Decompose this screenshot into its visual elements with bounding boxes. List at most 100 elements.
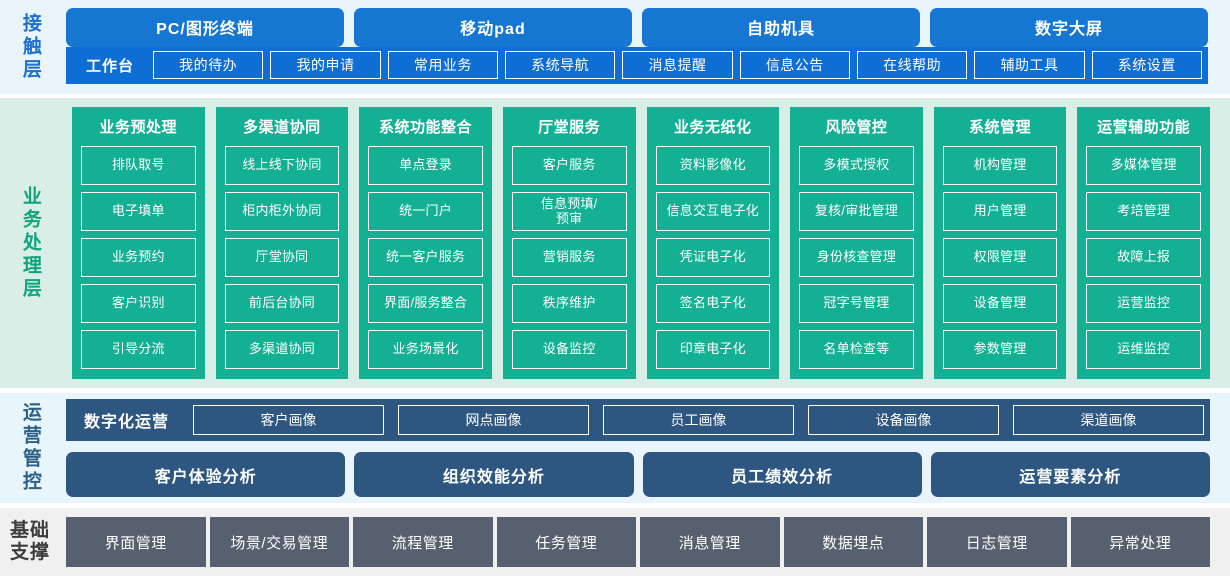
biz-column-title: 风险管控 xyxy=(825,119,888,136)
biz-item[interactable]: 厅堂协同 xyxy=(224,238,340,277)
band-contact-body: PC/图形终端 移动pad 自助机具 数字大屏 工作台 我的待办 我的申请 常用… xyxy=(60,4,1230,90)
foundation-item-ui-management[interactable]: 界面管理 xyxy=(66,517,206,567)
biz-column-title: 业务无纸化 xyxy=(674,119,752,136)
workbench-item-system-settings[interactable]: 系统设置 xyxy=(1091,51,1202,80)
biz-column-pre-processing: 业务预处理 排队取号 电子填单 业务预约 客户识别 引导分流 xyxy=(72,107,205,379)
biz-item[interactable]: 秩序维护 xyxy=(511,284,627,323)
biz-item[interactable]: 营销服务 xyxy=(511,238,627,277)
analysis-employee-performance[interactable]: 员工绩效分析 xyxy=(642,452,922,497)
biz-item[interactable]: 冠字号管理 xyxy=(799,284,914,323)
biz-item[interactable]: 业务场景化 xyxy=(368,330,483,369)
biz-column-risk-control: 风险管控 多模式授权 复核/审批管理 身份核查管理 冠字号管理 名单检查等 xyxy=(790,107,923,379)
biz-column-title: 业务预处理 xyxy=(99,119,178,136)
workbench-bar: 工作台 我的待办 我的申请 常用业务 系统导航 消息提醒 信息公告 在线帮助 辅… xyxy=(66,46,1208,84)
biz-item[interactable]: 参数管理 xyxy=(942,330,1058,369)
biz-item[interactable]: 业务预约 xyxy=(81,238,196,277)
workbench-item-my-todo[interactable]: 我的待办 xyxy=(153,51,264,80)
biz-column-operation-aux-functions: 运营辅助功能 多媒体管理 考培管理 故障上报 运营监控 运维监控 xyxy=(1077,107,1210,379)
workbench-item-online-help[interactable]: 在线帮助 xyxy=(856,51,968,80)
analysis-row: 客户体验分析 组织效能分析 员工绩效分析 运营要素分析 xyxy=(66,452,1210,497)
channel-digital-screen[interactable]: 数字大屏 xyxy=(930,8,1208,47)
biz-item[interactable]: 排队取号 xyxy=(81,146,196,185)
analysis-customer-experience[interactable]: 客户体验分析 xyxy=(66,452,346,497)
workbench-item-my-application[interactable]: 我的申请 xyxy=(270,51,381,80)
biz-column-title: 运营辅助功能 xyxy=(1097,119,1191,136)
band-operation-management: 运营管控 数字化运营 客户画像 网点画像 员工画像 设备画像 渠道画像 客户体验… xyxy=(0,393,1230,503)
biz-item[interactable]: 电子填单 xyxy=(81,192,196,231)
biz-item[interactable]: 单点登录 xyxy=(368,146,483,185)
biz-item[interactable]: 信息预填/ 预审 xyxy=(511,192,627,231)
channel-mobile-pad[interactable]: 移动pad xyxy=(354,8,632,47)
band-contact-layer: 接触层 PC/图形终端 移动pad 自助机具 数字大屏 工作台 我的待办 我的申… xyxy=(0,0,1230,94)
biz-item[interactable]: 客户服务 xyxy=(511,146,627,185)
foundation-item-exception-handling[interactable]: 异常处理 xyxy=(1070,517,1210,567)
band-label-contact-layer-text: 接触层 xyxy=(19,12,41,82)
workbench-item-info-announcement[interactable]: 信息公告 xyxy=(739,51,850,80)
biz-item[interactable]: 多渠道协同 xyxy=(224,330,340,369)
foundation-item-scenario-transaction-management[interactable]: 场景/交易管理 xyxy=(209,517,349,567)
biz-item[interactable]: 名单检查等 xyxy=(799,330,914,369)
biz-column-title: 厅堂服务 xyxy=(538,119,601,136)
workbench-item-system-navigation[interactable]: 系统导航 xyxy=(505,51,616,80)
foundation-item-data-tracking[interactable]: 数据埋点 xyxy=(783,517,923,567)
biz-item[interactable]: 设备管理 xyxy=(942,284,1058,323)
biz-item[interactable]: 印章电子化 xyxy=(655,330,771,369)
portrait-customer[interactable]: 客户画像 xyxy=(193,405,385,435)
biz-item[interactable]: 用户管理 xyxy=(942,192,1058,231)
biz-item[interactable]: 签名电子化 xyxy=(655,284,771,323)
portrait-device[interactable]: 设备画像 xyxy=(808,405,1000,435)
biz-item[interactable]: 资料影像化 xyxy=(655,146,771,185)
band-label-foundation-support: 基础支撑 xyxy=(0,508,60,576)
portrait-channel[interactable]: 渠道画像 xyxy=(1013,405,1205,435)
band-label-foundation-line2: 支撑 xyxy=(9,542,50,563)
band-foundation-body: 界面管理 场景/交易管理 流程管理 任务管理 消息管理 数据埋点 日志管理 异常… xyxy=(60,508,1230,576)
portrait-employee[interactable]: 员工画像 xyxy=(603,405,795,435)
band-label-operation-management: 运营管控 xyxy=(0,393,60,503)
biz-item[interactable]: 机构管理 xyxy=(942,146,1058,185)
biz-item[interactable]: 复核/审批管理 xyxy=(799,192,914,231)
biz-item[interactable]: 设备监控 xyxy=(511,330,627,369)
biz-item[interactable]: 统一门户 xyxy=(368,192,483,231)
biz-item[interactable]: 多媒体管理 xyxy=(1086,146,1201,185)
band-label-business-layer-text: 业务处理层 xyxy=(19,185,41,301)
band-label-operation-management-text: 运营管控 xyxy=(19,402,41,494)
biz-item[interactable]: 运维监控 xyxy=(1086,330,1201,369)
band-label-contact-layer: 接触层 xyxy=(0,4,60,90)
biz-column-title: 系统功能整合 xyxy=(379,119,473,136)
channel-pc[interactable]: PC/图形终端 xyxy=(66,8,344,47)
band-label-foundation-line1: 基础 xyxy=(9,520,50,542)
analysis-operation-elements[interactable]: 运营要素分析 xyxy=(930,452,1210,497)
foundation-item-log-management[interactable]: 日志管理 xyxy=(927,517,1067,567)
biz-item[interactable]: 客户识别 xyxy=(81,284,196,323)
biz-item[interactable]: 凭证电子化 xyxy=(655,238,771,277)
biz-item[interactable]: 统一客户服务 xyxy=(368,238,483,277)
foundation-item-message-management[interactable]: 消息管理 xyxy=(640,517,780,567)
biz-item[interactable]: 引导分流 xyxy=(81,330,196,369)
workbench-item-aux-tools[interactable]: 辅助工具 xyxy=(974,51,1085,80)
foundation-item-task-management[interactable]: 任务管理 xyxy=(496,517,636,567)
biz-item[interactable]: 考培管理 xyxy=(1086,192,1201,231)
biz-item[interactable]: 身份核查管理 xyxy=(799,238,914,277)
band-label-business-layer: 业务处理层 xyxy=(0,98,60,388)
foundation-item-process-management[interactable]: 流程管理 xyxy=(353,517,493,567)
biz-column-lobby-service: 厅堂服务 客户服务 信息预填/ 预审 营销服务 秩序维护 设备监控 xyxy=(502,107,636,379)
analysis-organization-efficiency[interactable]: 组织效能分析 xyxy=(354,452,634,497)
workbench-item-message-reminder[interactable]: 消息提醒 xyxy=(622,51,733,80)
band-label-foundation-support-text: 基础支撑 xyxy=(9,520,51,564)
workbench-item-common-business[interactable]: 常用业务 xyxy=(387,51,498,80)
biz-item[interactable]: 故障上报 xyxy=(1086,238,1201,277)
biz-item[interactable]: 权限管理 xyxy=(942,238,1058,277)
biz-item[interactable]: 线上线下协同 xyxy=(224,146,340,185)
biz-item[interactable]: 多模式授权 xyxy=(799,146,914,185)
channel-self-service[interactable]: 自助机具 xyxy=(642,8,920,47)
portrait-branch[interactable]: 网点画像 xyxy=(398,405,590,435)
biz-item[interactable]: 信息交互电子化 xyxy=(655,192,771,231)
biz-item[interactable]: 前后台协同 xyxy=(224,284,340,323)
biz-column-title: 多渠道协同 xyxy=(243,119,321,136)
biz-item[interactable]: 柜内柜外协同 xyxy=(224,192,340,231)
biz-column-system-management: 系统管理 机构管理 用户管理 权限管理 设备管理 参数管理 xyxy=(933,107,1067,379)
biz-item[interactable]: 运营监控 xyxy=(1086,284,1201,323)
biz-item[interactable]: 界面/服务整合 xyxy=(368,284,483,323)
workbench-title: 工作台 xyxy=(86,57,135,75)
